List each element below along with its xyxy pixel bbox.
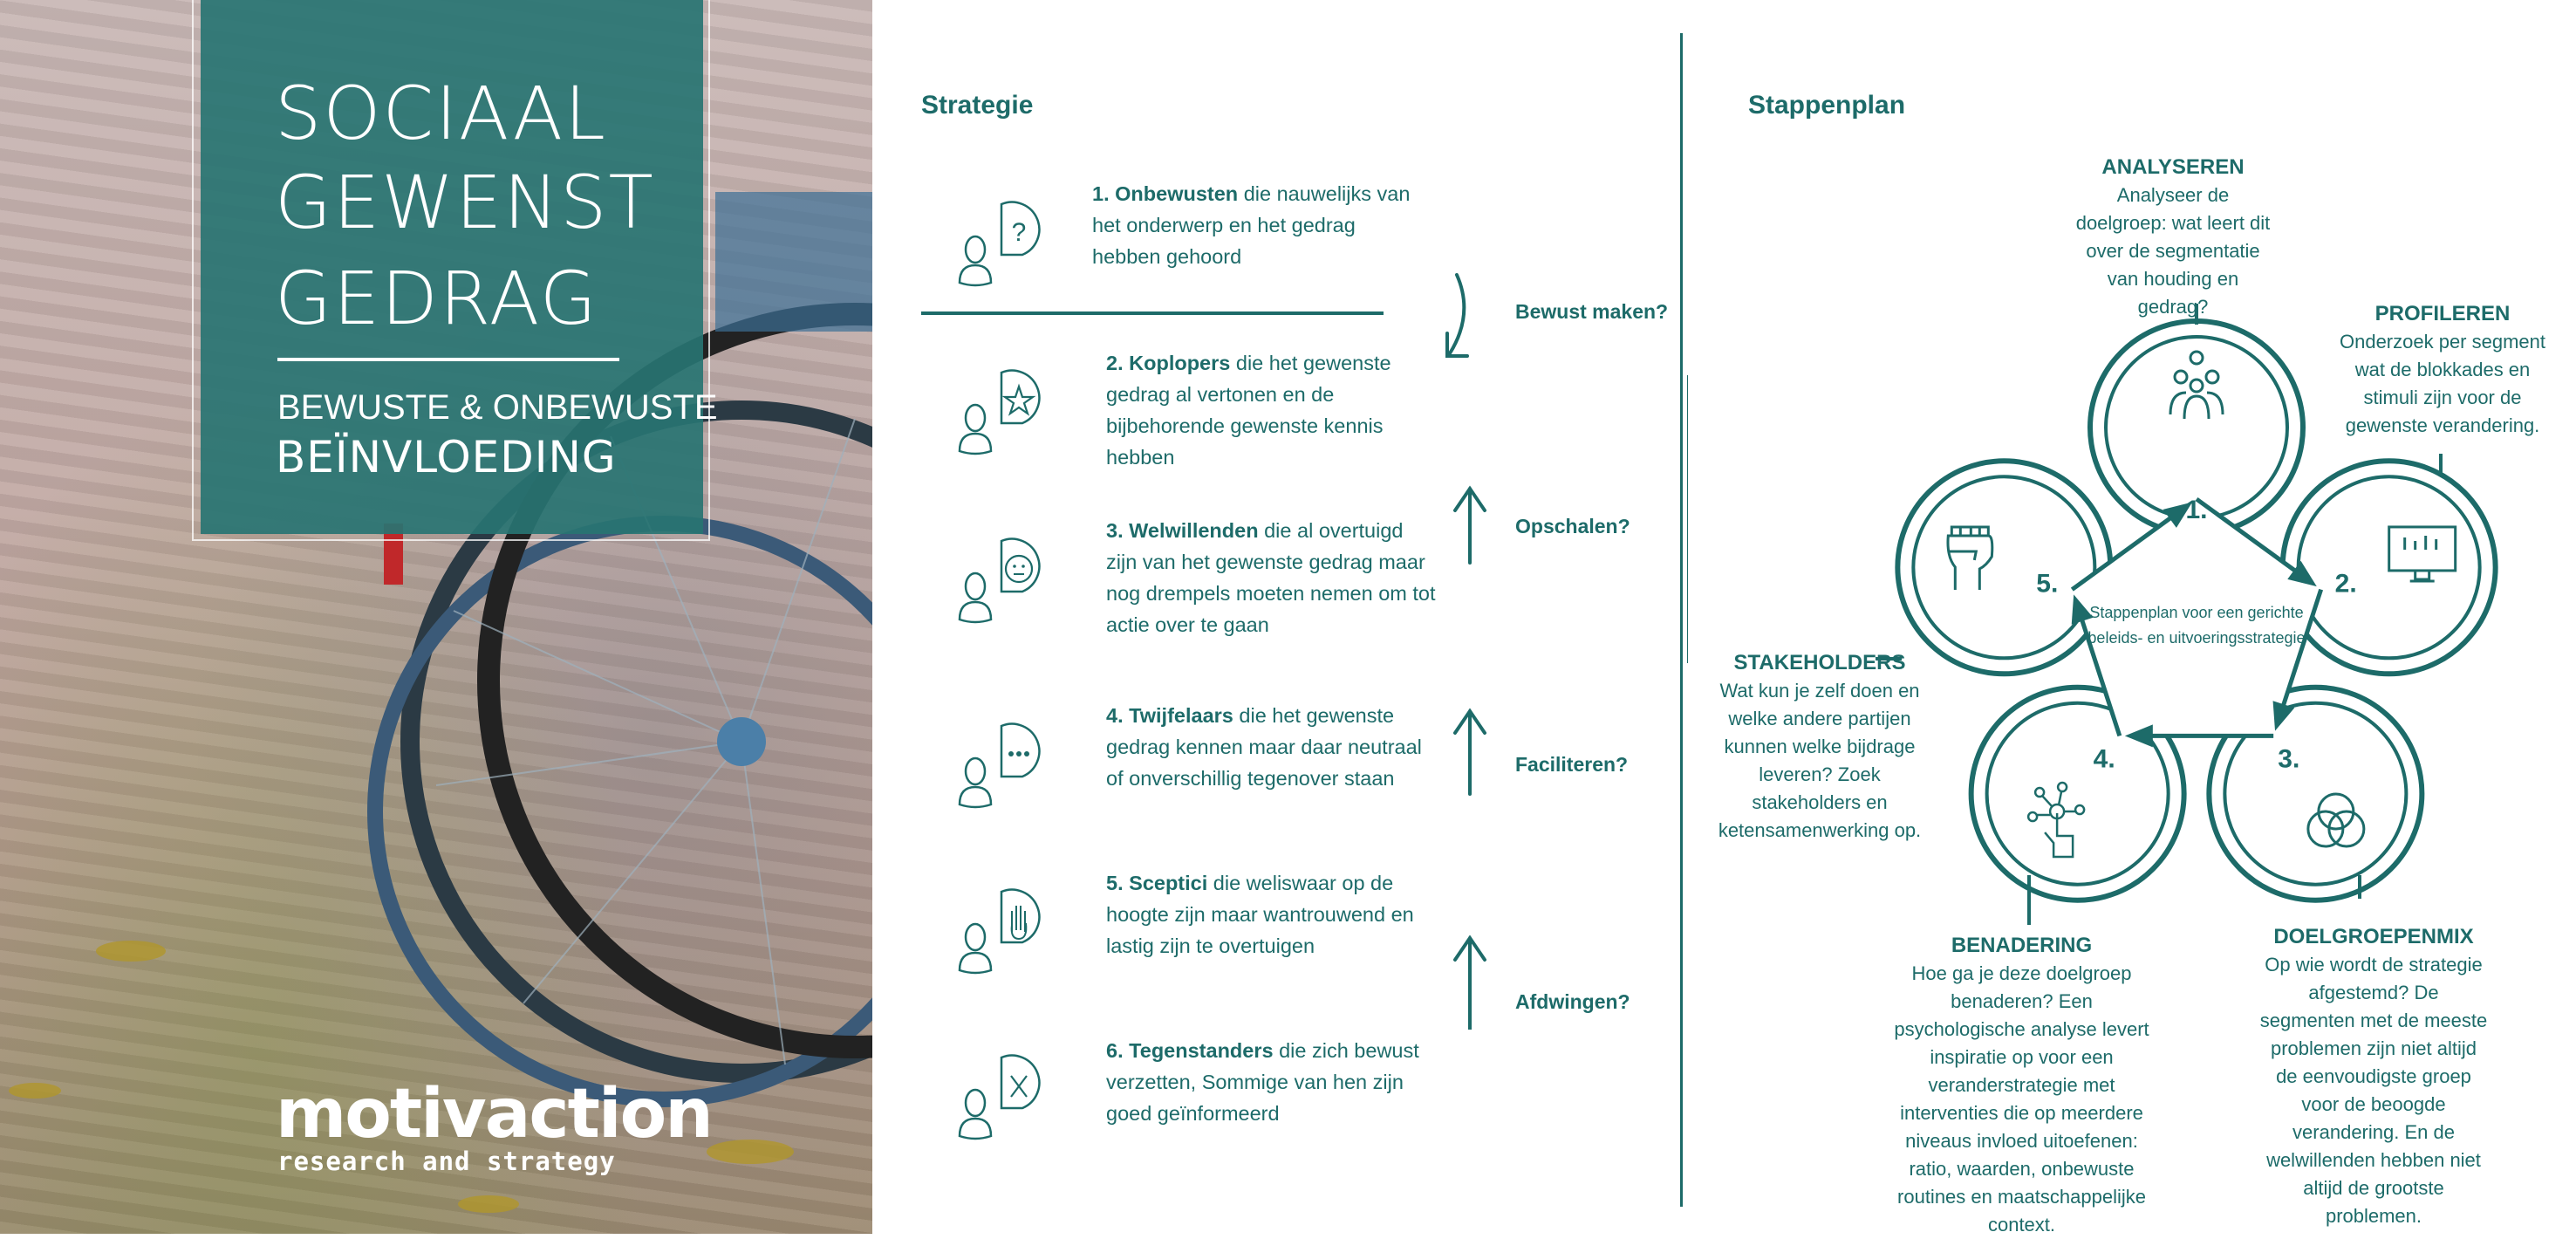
strategie-title: Strategie [921, 91, 1034, 120]
diagram-center-text: Stappenplan voor een gerichte beleids- e… [2087, 604, 2306, 647]
person-hand-stop-icon [958, 888, 1041, 975]
arrowhead-icon [1445, 332, 1469, 358]
curved-down-arrow-icon [1448, 273, 1466, 355]
cover-photo: SOCIAAL GEWENST GEDRAG BEWUSTE & ONBEWUS… [0, 0, 872, 1234]
step-circle-inner [1985, 701, 2170, 886]
action-label: Opschalen? [1515, 515, 1630, 537]
step-number: 2. [2335, 569, 2357, 598]
action-label: Bewust maken? [1515, 300, 1669, 323]
strategy-item-4: 4. Twijfelaars die het gewenste gedrag k… [1106, 704, 1422, 790]
motivaction-logo: motivaction [276, 1075, 714, 1153]
monitor-chart-icon [2388, 525, 2457, 583]
cover-frame [192, 0, 710, 541]
strategy-item-2: 2. Koplopers die het gewenste gedrag al … [1106, 352, 1391, 469]
step-number: 4. [2094, 745, 2115, 774]
stappenplan-title: Stappenplan [1748, 91, 1906, 120]
cover-title-line: GEWENST [275, 160, 655, 245]
logo-tagline: research and strategy [277, 1147, 616, 1176]
person-neutral-face-icon [958, 537, 1041, 624]
step-circle-outer [1968, 684, 2187, 903]
cover-divider [277, 358, 619, 361]
svg-text:?: ? [1012, 218, 1027, 247]
step-number: 5. [2036, 569, 2058, 598]
cover-title-line: SOCIAAL [275, 71, 607, 156]
arrowhead-icon [2124, 724, 2153, 748]
pentagon-arrow-line [2279, 588, 2324, 714]
arrowhead-icon [2272, 701, 2295, 731]
strategy-item-3: 3. Welwillenden die al overtuigd zijn va… [1106, 519, 1436, 636]
step-circle-outer [1895, 458, 2114, 677]
section-divider [921, 311, 1384, 315]
strategy-arrows [1445, 273, 1486, 1030]
up-arrow-icon [1453, 934, 1486, 1030]
strategy-item-1: 1. Onbewusten die nauwelijks van het ond… [1092, 182, 1411, 268]
strategy-item-5: 5. Sceptici die weliswaar op de hoogte z… [1106, 872, 1414, 957]
person-star-icon [958, 369, 1041, 455]
arrowhead-icon [2287, 560, 2317, 587]
person-question-icon: ? [958, 201, 1041, 287]
step-circle-outer [2206, 684, 2425, 903]
arrowhead-icon [2163, 502, 2193, 528]
step-circle-inner [1911, 475, 2097, 661]
cover-subtitle: BEÏNVLOEDING [276, 432, 617, 483]
step-number: 1. [2185, 496, 2207, 524]
person-x-icon [958, 1054, 1041, 1140]
page-divider [1680, 33, 1683, 1207]
strategy-item-6: 6. Tegenstanders die zich bewust verzett… [1106, 1039, 1419, 1125]
pentagon-fill [2072, 499, 2321, 736]
person-ellipsis-icon [958, 722, 1041, 809]
pentagon-arrow-line [2077, 612, 2122, 737]
network-people-icon [2169, 350, 2224, 420]
fist-icon [1946, 525, 1994, 590]
action-label: Faciliteren? [1515, 753, 1629, 776]
cover-title-box [201, 0, 703, 534]
step-circle-inner [2223, 701, 2409, 886]
action-label: Afdwingen? [1515, 990, 1630, 1013]
hand-network-icon [2026, 781, 2086, 859]
page-divider-thin [1687, 375, 1688, 663]
arrowhead-icon [2071, 594, 2094, 625]
cover-title-line: GEDRAG [275, 256, 598, 341]
venn-icon [2306, 792, 2366, 848]
pentagon-arrow-line [2195, 496, 2303, 578]
up-arrow-icon [1453, 485, 1486, 565]
cover-subtitle: BEWUSTE & ONBEWUSTE [277, 388, 718, 427]
up-arrow-icon [1453, 708, 1486, 796]
step-number: 3. [2278, 745, 2299, 774]
pentagon-arrow-line [2070, 511, 2178, 592]
